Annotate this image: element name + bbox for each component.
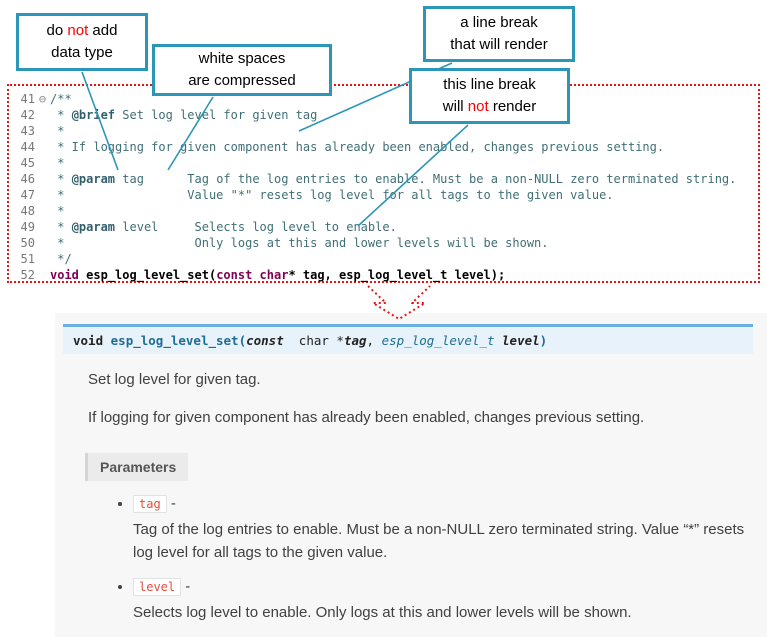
line-number: 47 xyxy=(20,188,35,202)
code-line: 50 * Only logs at this and lower levels … xyxy=(13,235,758,251)
callout-line: that will render xyxy=(450,36,548,53)
code-line: 41⊖/** xyxy=(13,91,758,107)
code-editor-snippet: 41⊖/** 42 * @brief Set log level for giv… xyxy=(7,84,760,283)
callout-break-render: a line break that will render xyxy=(423,6,575,62)
callout-break-no-render: this line break will not render xyxy=(409,68,570,124)
callout-whitespace: white spaces are compressed xyxy=(152,44,332,96)
fold-column xyxy=(35,155,50,171)
line-number: 52 xyxy=(20,268,35,282)
line-number: 41 xyxy=(20,92,35,106)
arg-type: esp_log_level_t xyxy=(381,333,495,348)
fold-column xyxy=(35,187,50,203)
fold-column xyxy=(35,123,50,139)
line-number: 42 xyxy=(20,108,35,122)
callout-line: data type xyxy=(51,44,113,61)
red-not-word: not xyxy=(467,98,489,115)
parameter-item-tag: tag - Tag of the log entries to enable. … xyxy=(133,495,767,564)
callout-line: this line break xyxy=(443,75,536,93)
function-signature: void esp_log_level_set(const char *tag, … xyxy=(63,324,753,354)
param-name-code: tag xyxy=(133,495,167,513)
fold-column xyxy=(35,251,50,267)
code-line: 42 * @brief Set log level for given tag xyxy=(13,107,758,123)
line-number: 50 xyxy=(20,236,35,250)
parameters-header: Parameters xyxy=(85,453,189,481)
param-description: Tag of the log entries to enable. Must b… xyxy=(133,521,745,561)
fold-column xyxy=(35,267,50,283)
function-name: esp_log_level_set xyxy=(110,333,239,348)
callout-line: a line break xyxy=(460,13,538,31)
fold-minus-icon: ⊖ xyxy=(38,92,47,106)
arg-tag: tag xyxy=(343,333,367,348)
detail-description: If logging for given component has alrea… xyxy=(88,408,645,426)
callout-line: white spaces xyxy=(198,49,286,67)
code-line: 45 * xyxy=(13,155,758,171)
fold-column xyxy=(35,235,50,251)
line-number: 46 xyxy=(20,172,35,186)
code-line: 47 * Value "*" resets log level for all … xyxy=(13,187,758,203)
fold-column xyxy=(35,171,50,187)
code-line: 49 * @param level Selects log level to e… xyxy=(13,219,758,235)
code-line: 48 * xyxy=(13,203,758,219)
callout-line: will not render xyxy=(442,98,537,115)
fold-column xyxy=(35,139,50,155)
rendered-docs-panel: void esp_log_level_set(const char *tag, … xyxy=(55,313,767,637)
code-line: 43 * xyxy=(13,123,758,139)
code-line: 46 * @param tag Tag of the log entries t… xyxy=(13,171,758,187)
callout-line: are compressed xyxy=(188,72,296,89)
callout-line: do not add xyxy=(46,21,118,39)
callout-no-datatype: do not add data type xyxy=(16,13,148,71)
parameter-item-level: level - Selects log level to enable. Onl… xyxy=(133,578,767,625)
red-not-word: not xyxy=(67,21,89,39)
param-name-code: level xyxy=(133,578,182,596)
line-number: 44 xyxy=(20,140,35,154)
fold-column xyxy=(35,107,50,123)
line-number: 49 xyxy=(20,220,35,234)
param-description: Selects log level to enable. Only logs a… xyxy=(133,604,632,621)
fold-column xyxy=(35,203,50,219)
brief-description: Set log level for given tag. xyxy=(88,371,261,388)
code-line: 51 */ xyxy=(13,251,758,267)
parameter-list: tag - Tag of the log entries to enable. … xyxy=(55,495,767,625)
line-number: 48 xyxy=(20,204,35,218)
fold-column xyxy=(35,219,50,235)
code-line: 44 * If logging for given component has … xyxy=(13,139,758,155)
arg-level: level xyxy=(494,333,540,348)
line-number: 51 xyxy=(20,252,35,266)
line-number: 43 xyxy=(20,124,35,138)
line-number: 45 xyxy=(20,156,35,170)
